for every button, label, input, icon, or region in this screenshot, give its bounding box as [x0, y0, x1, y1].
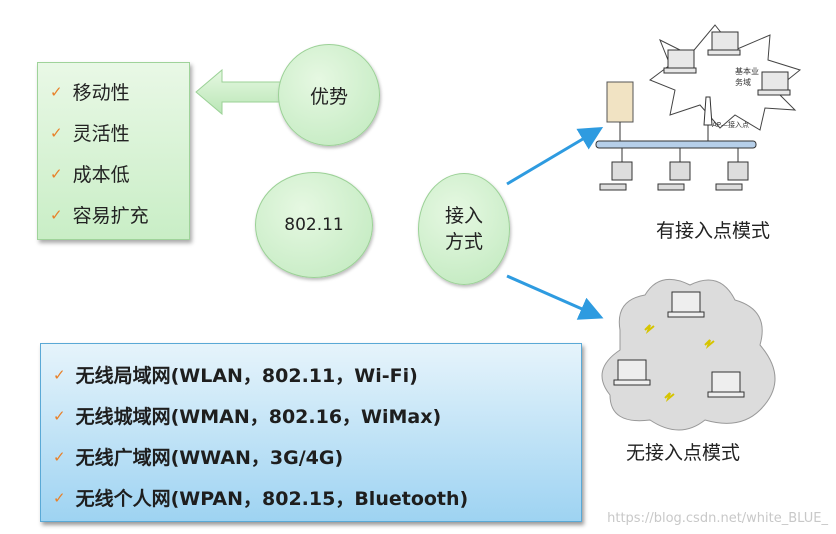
- laptop-icon: [617, 359, 647, 381]
- network-item: ✓ 无线广域网(WWAN，3G/4G): [53, 436, 581, 477]
- bss-label-line: 基本业: [735, 67, 759, 76]
- arrow-to-adhoc-mode: [506, 274, 604, 320]
- advantage-label: 灵活性: [72, 123, 130, 145]
- adhoc-mode-caption: 无接入点模式: [626, 442, 741, 464]
- network-types-box: ✓ 无线局域网(WLAN，802.11，Wi-Fi) ✓ 无线城域网(WMAN，80…: [40, 343, 582, 522]
- network-item: ✓ 无线个人网(WPAN，802.15，Bluetooth): [53, 477, 581, 518]
- advantage-node: 优势: [278, 44, 380, 146]
- advantage-item: ✓ 成本低: [50, 153, 189, 194]
- advantage-item: ✓ 容易扩充: [50, 194, 189, 235]
- network-label: 无线个人网(WPAN，802.15，Bluetooth): [75, 488, 469, 510]
- desktop-icon: [669, 161, 691, 181]
- desktop-icon: [611, 161, 633, 181]
- bss-label: 基本业务域: [735, 66, 759, 88]
- bss-label-line: 务域: [735, 78, 751, 87]
- advantage-item: ✓ 移动性: [50, 71, 189, 112]
- network-item: ✓ 无线局域网(WLAN，802.11，Wi-Fi): [53, 354, 581, 395]
- arrow-to-ap-mode: [506, 126, 604, 186]
- desktop-icon: [727, 161, 749, 181]
- network-label: 无线城域网(WMAN，802.16，WiMax): [75, 406, 442, 428]
- check-icon: ✓: [50, 82, 63, 101]
- check-icon: ✓: [50, 164, 63, 183]
- advantages-box: ✓ 移动性 ✓ 灵活性 ✓ 成本低 ✓ 容易扩充: [37, 62, 190, 240]
- laptop-icon: [711, 371, 741, 393]
- advantage-label: 成本低: [72, 164, 130, 186]
- laptop-icon: [671, 291, 701, 313]
- standard-node: 802.11: [255, 172, 373, 278]
- check-icon: ✓: [53, 406, 66, 425]
- ap-label: AP—接入点: [712, 121, 750, 129]
- adhoc-illustration: [601, 278, 776, 431]
- advantage-item: ✓ 灵活性: [50, 112, 189, 153]
- laptop-icon: [761, 71, 789, 91]
- access-label: 方式: [444, 231, 483, 253]
- laptop-icon: [711, 31, 739, 51]
- server-icon: [606, 81, 634, 123]
- check-icon: ✓: [53, 365, 66, 384]
- lan-bus: [595, 140, 757, 149]
- check-icon: ✓: [53, 488, 66, 507]
- watermark: https://blog.csdn.net/white_BLUE_: [607, 511, 828, 526]
- check-icon: ✓: [50, 123, 63, 142]
- advantage-label: 容易扩充: [72, 205, 149, 227]
- advantage-label: 移动性: [72, 82, 130, 104]
- left-arrow: [195, 68, 291, 116]
- check-icon: ✓: [50, 205, 63, 224]
- network-item: ✓ 无线城域网(WMAN，802.16，WiMax): [53, 395, 581, 436]
- laptop-icon: [667, 49, 695, 69]
- access-label: 接入: [444, 205, 483, 227]
- ap-mode-illustration: [595, 24, 802, 191]
- access-mode-node: 接入方式: [418, 173, 510, 285]
- ap-mode-caption: 有接入点模式: [656, 220, 771, 242]
- network-label: 无线广域网(WWAN，3G/4G): [75, 447, 344, 469]
- check-icon: ✓: [53, 447, 66, 466]
- access-point-icon: [703, 96, 713, 126]
- network-label: 无线局域网(WLAN，802.11，Wi-Fi): [75, 365, 418, 387]
